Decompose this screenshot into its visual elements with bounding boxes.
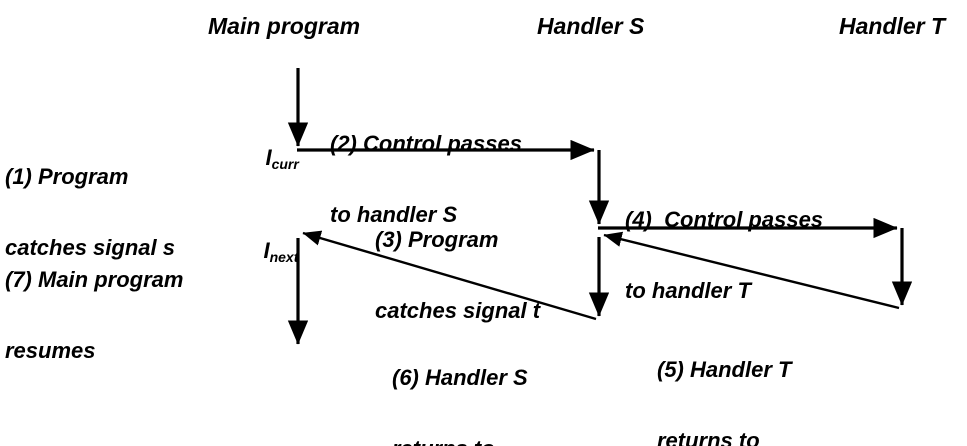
step-1-line-2: catches signal s <box>5 234 175 260</box>
icurr-base: I <box>265 144 272 170</box>
step-2-line-2: to handler S <box>330 201 458 227</box>
step-annotation-6: (6) Handler S returns to main program <box>392 318 528 446</box>
inext-subscript: next <box>269 248 299 265</box>
step-2-line-1: (2) Control passes <box>330 130 522 156</box>
step-annotation-2: (2) Control passes to handler S <box>330 84 522 274</box>
step-5-line-1: (5) Handler T <box>657 356 792 382</box>
step-6-line-1: (6) Handler S <box>392 364 528 390</box>
step-annotation-4: (4) Control passes to handler T <box>625 160 823 350</box>
column-title-handler-t: Handler T <box>839 13 946 39</box>
step-annotation-1: (1) Program catches signal s <box>5 117 175 307</box>
instruction-marker-inext: Inext <box>239 215 298 286</box>
column-title-main-program: Main program <box>208 13 361 39</box>
arrow-handler-s-returns-to-main <box>302 230 597 321</box>
step-annotation-3: (3) Program catches signal t <box>375 180 540 370</box>
step-3-line-1: (3) Program <box>375 226 499 252</box>
inext-base: I <box>263 237 270 263</box>
step-7-line-2: resumes <box>5 337 96 363</box>
step-3-line-2: catches signal t <box>375 297 541 323</box>
step-4-line-1: (4) Control passes <box>625 206 824 232</box>
step-annotation-5: (5) Handler T returns to handler S <box>657 310 791 446</box>
step-6-line-2: returns to <box>392 436 528 446</box>
icurr-subscript: curr <box>271 155 299 172</box>
step-4-line-2: to handler T <box>625 277 751 303</box>
column-title-handler-s: Handler S <box>537 13 645 39</box>
step-7-line-1: (7) Main program <box>5 266 184 292</box>
step-1-line-1: (1) Program <box>5 163 129 189</box>
arrow-handler-t-returns-to-handler-s <box>603 231 900 310</box>
step-5-line-2: returns to <box>657 427 760 446</box>
instruction-marker-icurr: Icurr <box>241 122 299 193</box>
step-annotation-7: (7) Main program resumes <box>5 220 183 410</box>
